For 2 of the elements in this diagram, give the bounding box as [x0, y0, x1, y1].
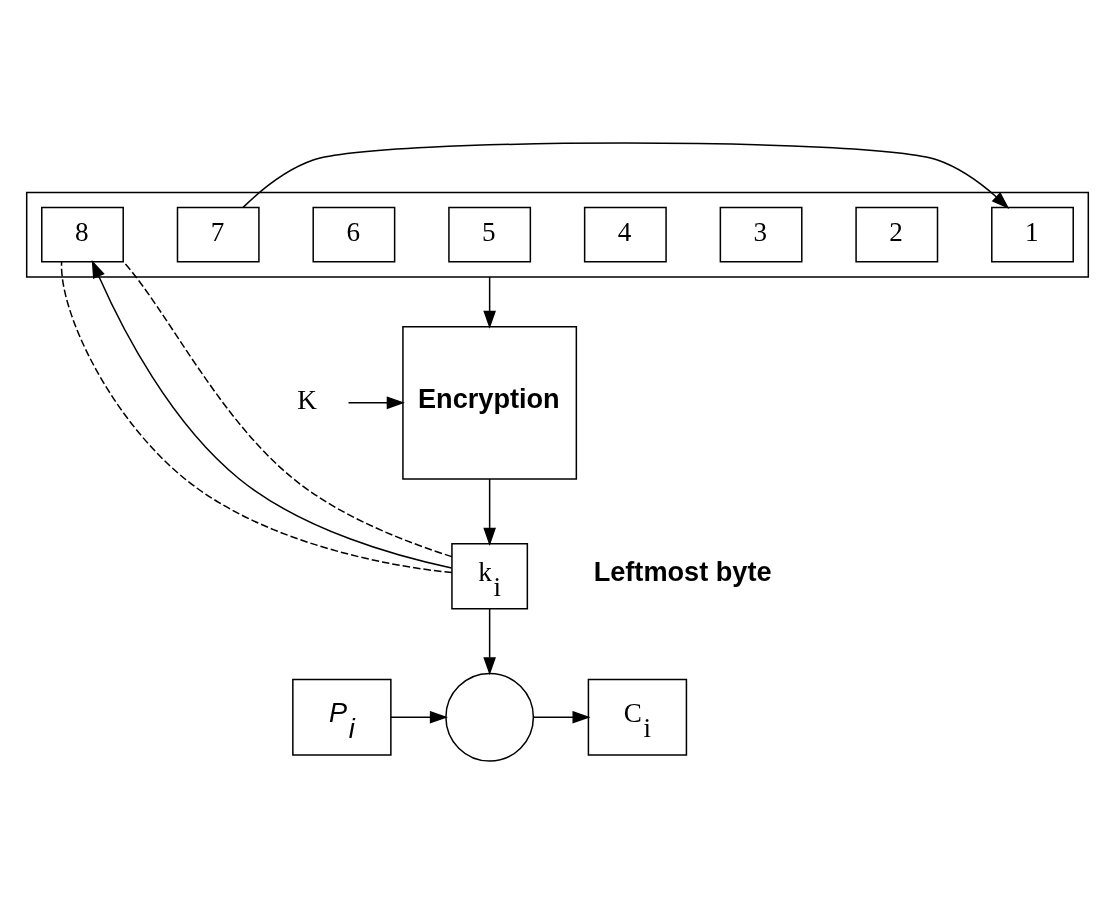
label: Leftmost byte	[593, 556, 772, 588]
node-text: K	[297, 385, 317, 416]
